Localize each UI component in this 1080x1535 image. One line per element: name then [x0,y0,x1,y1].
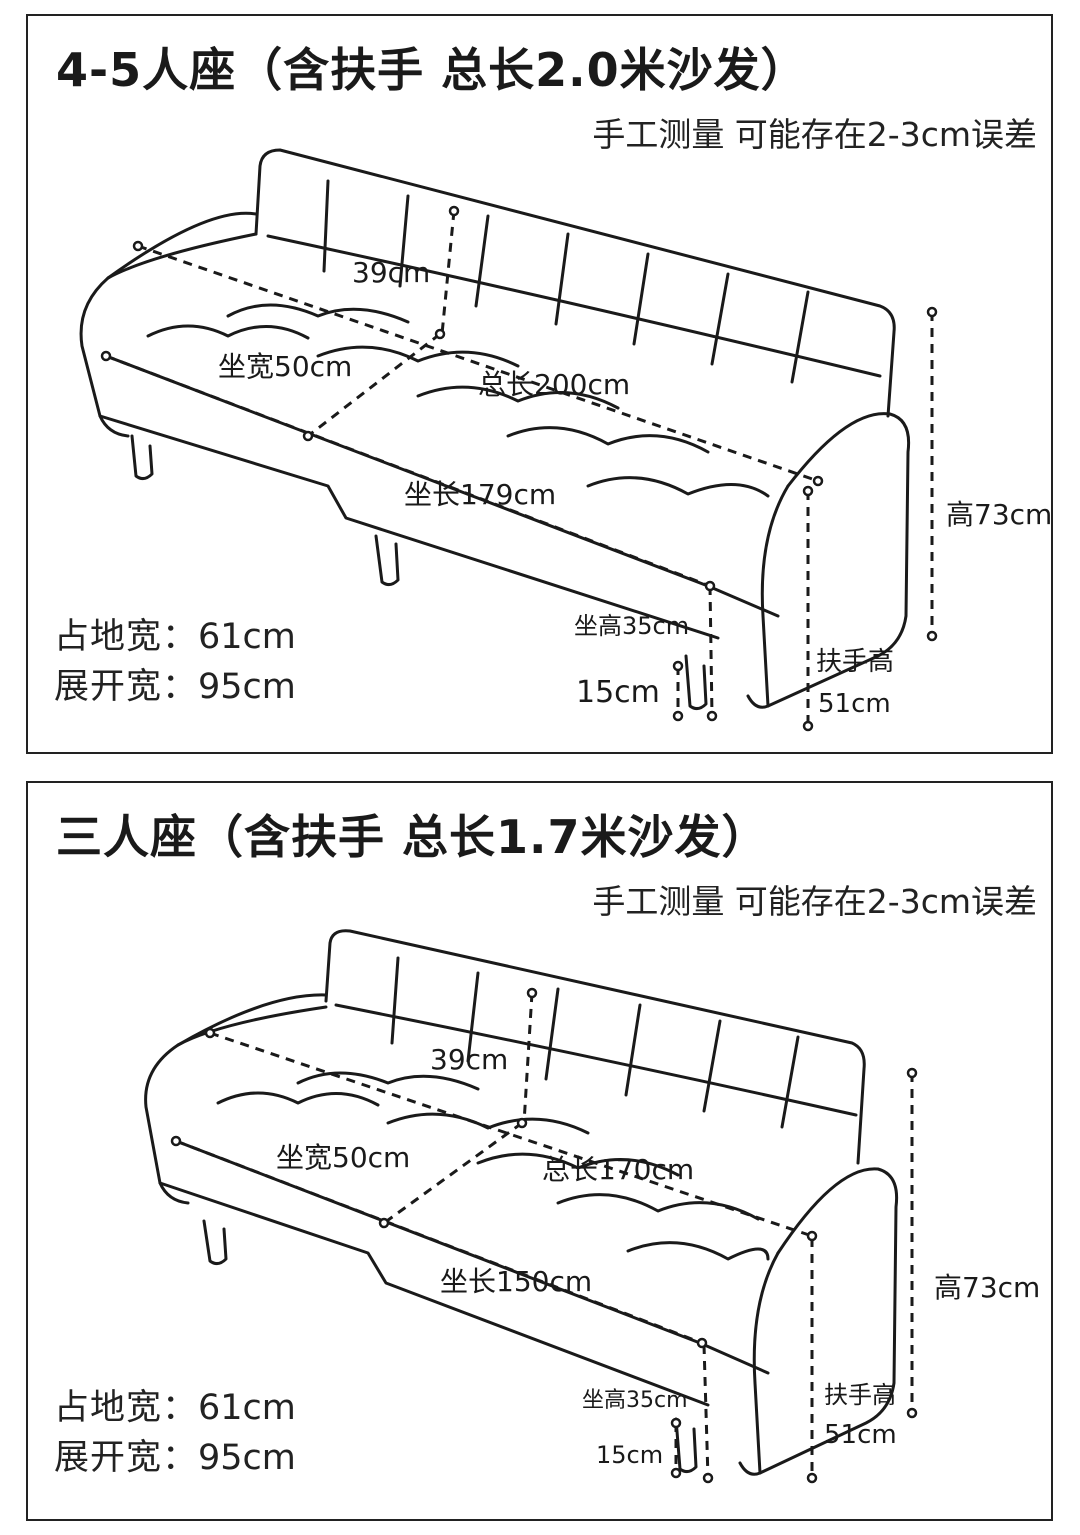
height-label: 高73cm [934,1271,1040,1304]
panel-title: 三人座（含扶手 总长1.7米沙发） [56,810,769,864]
unfold-width-value: 95cm [198,667,296,707]
sofa-leg [674,1417,698,1474]
backrest-outline [254,148,896,418]
height-label: 高73cm [946,498,1052,531]
right-arm-outline [746,412,911,709]
floor-width-label: 占地宽： [54,1388,199,1428]
unfold-width-spec: 展开宽：95cm [54,1429,296,1480]
unfold-width-label: 展开宽： [54,667,199,707]
sofa-leg [202,1219,228,1266]
unfold-width-value: 95cm [198,1438,296,1478]
back-height-line [440,210,456,335]
right-arm-outline [738,1167,899,1476]
measurement-note: 手工测量 可能存在2-3cm误差 [592,882,1037,921]
backrest-outline [324,929,866,1165]
arm-height-label: 扶手高 [816,647,894,677]
seat-height-label: 坐高35cm [574,612,689,640]
sofa-diagram-panel-4-5-seat: 4-5人座（含扶手 总长2.0米沙发） 手工测量 可能存在2-3cm误差 [26,14,1053,754]
sofa-drawing: 39cm 坐宽50cm 总长200cm 坐长179cm 高73cm 坐高35cm… [79,148,1052,732]
floor-width-spec: 占地宽：61cm [54,1379,296,1430]
seat-front-outline [158,1181,710,1407]
seat-height-label: 坐高35cm [582,1388,688,1413]
sofa-drawing: 39cm 坐宽50cm 总长170cm 坐长150cm 高73cm 坐高35cm… [144,929,1040,1484]
arm-height-label: 扶手高 [824,1381,896,1409]
floor-width-value: 61cm [198,617,296,657]
sofa-leg [374,534,400,587]
floor-width-label: 占地宽： [54,617,199,657]
seat-height-line [702,1344,710,1479]
total-length-line [137,244,819,483]
seat-length-line [105,354,711,588]
floor-width-value: 61cm [198,1388,296,1428]
seat-length-label: 坐长150cm [440,1265,592,1298]
back-height-label: 39cm [430,1043,508,1076]
unfold-width-label: 展开宽： [54,1438,199,1478]
back-height-label: 39cm [352,256,430,289]
leg-height-label: 15cm [576,675,660,710]
seat-length-line [175,1139,703,1345]
seat-depth-label: 坐宽50cm [218,350,352,383]
seat-depth-line [383,1121,523,1225]
total-length-label: 总长200cm [478,368,630,401]
arm-height-value: 51cm [818,689,891,719]
floor-width-spec: 占地宽：61cm [54,608,296,659]
seat-depth-label: 坐宽50cm [276,1141,410,1174]
left-arm-outline [79,211,258,438]
back-height-line [522,992,534,1124]
sofa-diagram-panel-3-seat: 三人座（含扶手 总长1.7米沙发） 手工测量 可能存在2-3cm误差 [26,781,1053,1521]
seat-height-line [708,585,714,717]
unfold-width-spec: 展开宽：95cm [54,658,296,709]
seat-front-outline [98,414,720,640]
seat-depth-line [307,332,441,438]
seat-length-label: 坐长179cm [404,478,556,511]
total-length-label: 总长170cm [542,1153,694,1186]
arm-height-value: 51cm [824,1420,897,1450]
sofa-leg [130,434,154,481]
total-length-line [209,1031,813,1238]
leg-height-label: 15cm [596,1441,663,1469]
left-arm-outline [144,993,328,1205]
sofa-leg [684,654,708,711]
measurement-note: 手工测量 可能存在2-3cm误差 [592,115,1037,154]
panel-title: 4-5人座（含扶手 总长2.0米沙发） [56,43,808,97]
